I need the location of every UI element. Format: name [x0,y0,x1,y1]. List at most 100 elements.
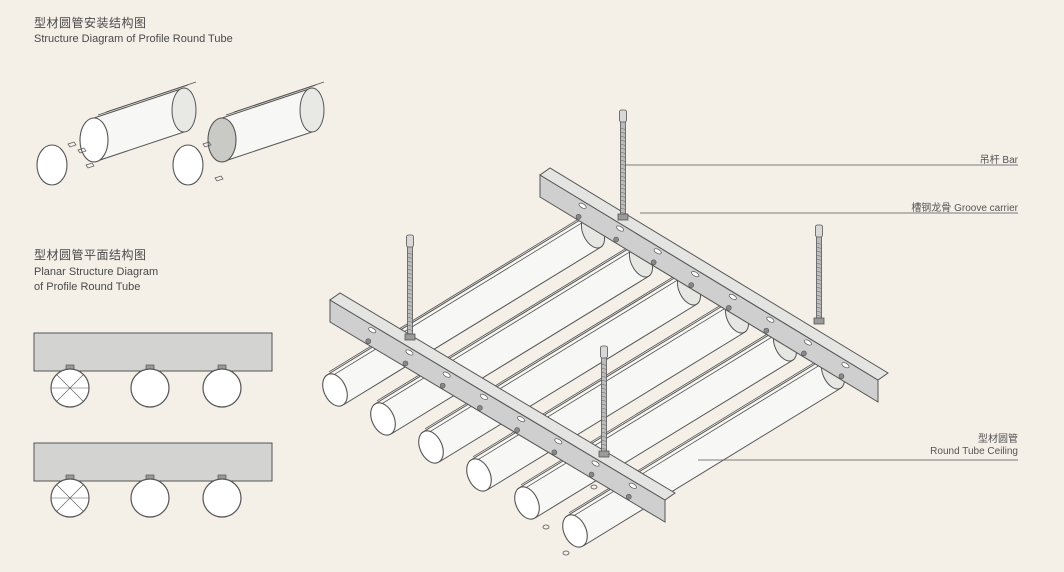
tube-front-end [322,373,348,407]
planar-section-top [33,332,273,408]
bar-thread [407,312,413,315]
bar-thread [601,391,607,394]
carrier-bolt [551,449,558,456]
bar-nut [598,450,610,458]
carrier-bolt [402,360,409,367]
detail-tube-front [207,117,237,163]
structure-diagram-title-en: Structure Diagram of Profile Round Tube [34,33,233,45]
round-tube-ceiling [322,213,846,556]
bar-thread [601,367,607,370]
groove-carrier-callout-label: 槽钢龙骨 Groove carrier [911,203,1018,214]
carrier-bolt [688,282,695,288]
carrier-slot [591,460,600,467]
detail-tube-body [93,87,185,163]
carrier-bolt [514,427,520,433]
bar-thread [620,135,626,138]
bar-thread [816,282,822,285]
bar-top [815,224,823,238]
bar-nut [404,333,416,341]
bar-top [619,109,627,123]
carrier-slot [766,316,775,323]
bar-thread [816,314,822,317]
bar-thread [620,159,626,162]
carrier-slot [554,438,563,445]
carrier-bolt [838,373,845,380]
bar-thread [816,310,822,313]
small-clip [202,141,212,148]
callout-leader-lines [625,164,1018,461]
bar-thread [601,403,607,406]
detail-tube-back [171,87,197,133]
planar-tube [130,368,170,408]
carrier-slot [405,349,414,356]
round-tube-callout-label-cn: 型材圆管 [978,434,1018,445]
bar-thread [407,252,413,255]
carrier-bolt [575,213,582,220]
carrier-slot [728,293,737,300]
bar-thread [407,268,413,271]
bar-thread [816,254,822,257]
bar-thread [620,211,626,214]
bar-thread [620,171,626,174]
carrier-slot [442,371,451,378]
bar-thread [601,419,607,422]
bar-thread [816,262,822,265]
bar-thread [601,423,607,426]
bar-thread [407,256,413,259]
bar-thread [407,276,413,279]
tube-front-end [370,402,396,436]
bar-thread [620,183,626,186]
detail-tube-capped [207,81,325,163]
bar-thread [601,375,607,378]
bar-callout-label: 吊杆 Bar [979,155,1018,166]
carrier-slot [653,248,662,255]
hanger-bar [598,345,610,458]
bar-thread [601,411,607,414]
bar-thread [620,203,626,206]
bar-thread [407,288,413,291]
carrier-bolt [801,350,807,357]
bar-thread [601,407,607,410]
carrier-slot [578,202,587,209]
bar-nut [813,317,825,325]
bar-thread [620,147,626,150]
bar-nut [617,213,629,221]
bar-thread [620,131,626,134]
detail-tube-front [79,117,109,163]
tube-front-end [466,458,492,492]
bar-thread [620,127,626,130]
bar-thread [601,363,607,366]
planar-diagram-title-cn: 型材圆管平面结构图 [34,248,147,262]
clip-fragment [542,524,550,530]
planar-section-drawings [33,332,273,518]
bar-top [406,234,414,248]
bar-thread [816,306,822,309]
tube-groove-line [379,246,638,406]
structure-diagram-title-cn: 型材圆管安装结构图 [34,16,147,30]
bar-thread [620,207,626,210]
bar-thread [620,199,626,202]
carrier-slot [517,416,526,423]
carrier-slot [616,225,625,232]
bar-thread [601,387,607,390]
carrier-bolt [365,338,372,345]
bar-thread [620,167,626,170]
bar-thread [407,328,413,331]
bar-thread [601,431,607,434]
carrier-bolt [650,259,657,266]
bar-thread [816,286,822,289]
carrier-bolt [725,305,732,311]
bar-thread [407,272,413,275]
planar-diagram-title-en-line2: of Profile Round Tube [34,281,141,293]
bar-thread [816,290,822,293]
small-clip [85,162,95,169]
bar-thread [620,187,626,190]
bar-thread [816,294,822,297]
bar-thread [407,304,413,307]
bar-thread [601,415,607,418]
tube-groove-line [331,217,590,377]
bar-thread [620,139,626,142]
carrier-flange [329,292,676,501]
tube-groove-line [427,274,686,434]
bar-thread [601,447,607,450]
